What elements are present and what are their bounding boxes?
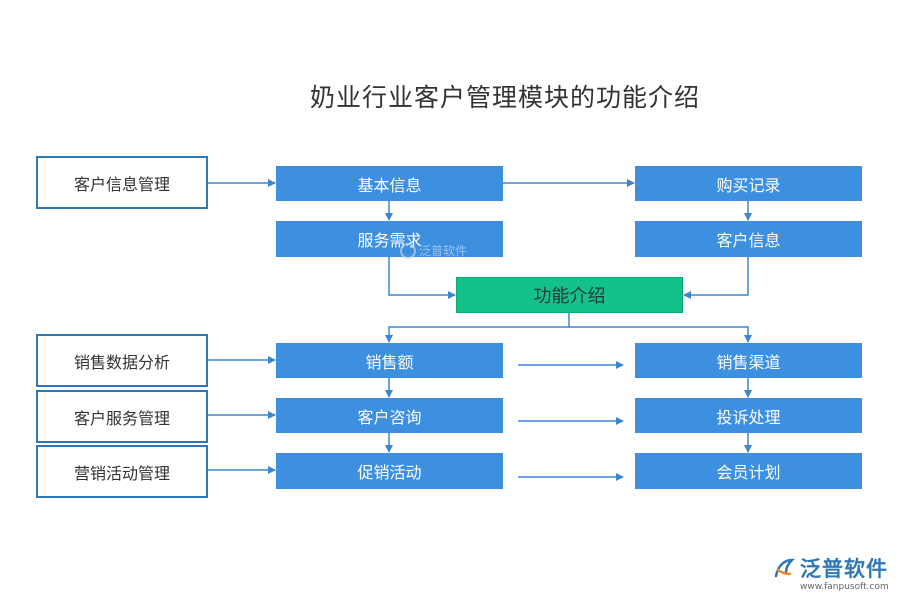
branch-center-down-right <box>569 326 752 343</box>
arrow-demand-to-center <box>388 257 456 299</box>
node-customer-info: 客户信息 <box>635 221 862 257</box>
watermark: 泛普软件 <box>400 242 467 259</box>
node-purchase-record: 购买记录 <box>635 166 862 201</box>
brand-logo: 泛普软件 <box>772 553 888 583</box>
node-sales-amount: 销售额 <box>276 343 503 378</box>
watermark-logo-icon <box>400 242 416 259</box>
node-sales-channel: 销售渠道 <box>635 343 862 378</box>
brand-name: 泛普软件 <box>800 557 888 581</box>
brand-url: www.fanpusoft.com <box>800 582 889 592</box>
arrow-custinfo-to-center <box>683 257 749 299</box>
node-promotion: 促销活动 <box>276 453 503 489</box>
diagram-title: 奶业行业客户管理模块的功能介绍 <box>309 83 700 112</box>
category-sales-analysis: 销售数据分析 <box>36 334 208 387</box>
category-marketing: 营销活动管理 <box>36 445 208 498</box>
branch-center-down <box>385 313 570 343</box>
category-customer-info: 客户信息管理 <box>36 156 208 209</box>
node-customer-consult: 客户咨询 <box>276 398 503 433</box>
node-function-intro: 功能介绍 <box>456 277 683 313</box>
category-customer-service: 客户服务管理 <box>36 390 208 443</box>
node-basic-info: 基本信息 <box>276 166 503 201</box>
node-complaint: 投诉处理 <box>635 398 862 433</box>
node-service-demand: 服务需求 <box>276 221 503 257</box>
node-membership: 会员计划 <box>635 453 862 489</box>
watermark-text: 泛普软件 <box>419 244 468 258</box>
brand-logo-icon <box>774 558 796 578</box>
